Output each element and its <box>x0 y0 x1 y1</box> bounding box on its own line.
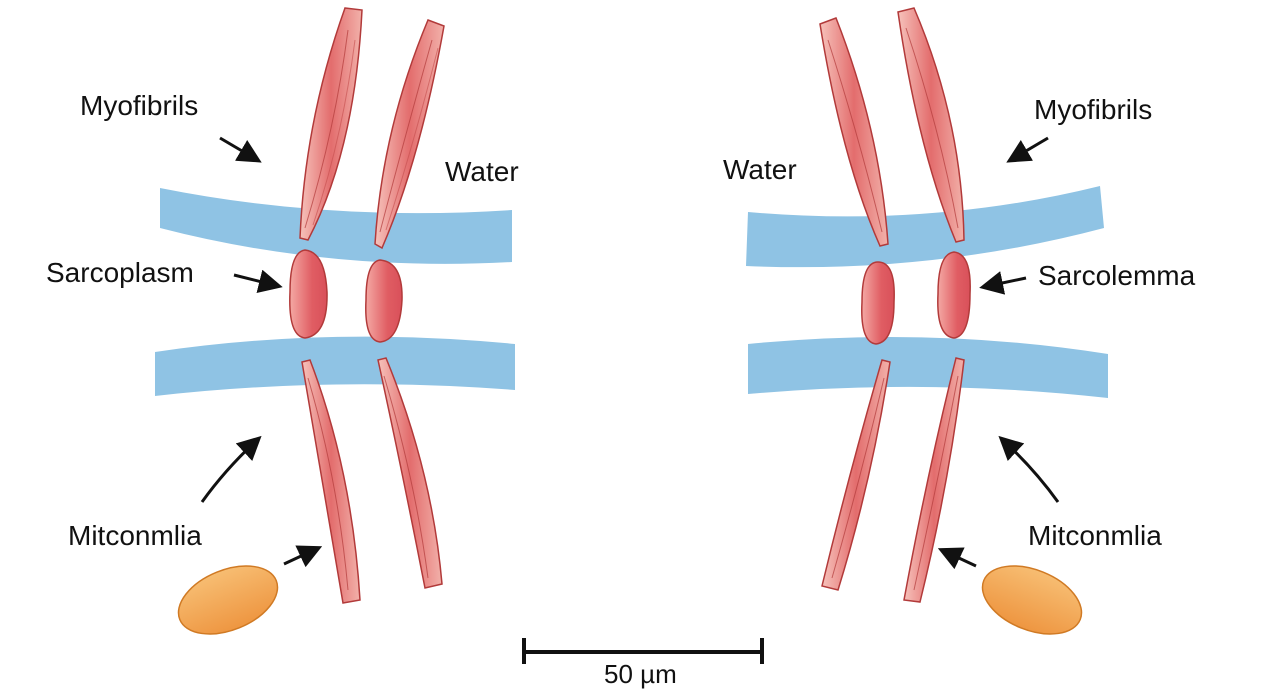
left-sarcoplasm-blob-b <box>365 259 403 343</box>
left-arrows <box>200 136 323 568</box>
right-upper-fiber-a <box>819 17 889 247</box>
left-lower-fiber-a <box>301 359 361 604</box>
left-sarcoplasm-blob-a <box>289 249 328 339</box>
left-sarcoplasm-label: Sarcoplasm <box>46 257 194 288</box>
right-water-bands <box>746 186 1108 398</box>
right-sarcolemma-label: Sarcolemma <box>1038 260 1196 291</box>
right-arrows <box>937 136 1060 570</box>
left-water-label: Water <box>445 156 519 187</box>
right-mitochondria-label: Mitconmlia <box>1028 520 1162 551</box>
right-sarcolemma-blob-a <box>861 261 895 345</box>
scale-bar <box>522 638 764 664</box>
left-lower-fiber-b <box>377 357 443 589</box>
left-water-band-upper <box>160 188 512 264</box>
left-sarcoplasm-arrow <box>233 269 283 294</box>
left-myofibrils-label: Myofibrils <box>80 90 199 121</box>
right-mitochondrion <box>981 565 1083 635</box>
right-sarcolemma-blob-b <box>937 251 971 339</box>
right-upper-fiber-b <box>897 7 965 243</box>
scale-bar-label: 50 µm <box>604 659 677 689</box>
left-sarcoplasm-blobs <box>289 249 403 343</box>
right-mitochondria-arrow-upper <box>998 435 1060 503</box>
left-myofibrils-arrow <box>219 136 262 163</box>
left-upper-fiber-a <box>299 7 363 241</box>
right-mitochondria-arrow-lower <box>937 547 977 570</box>
left-mitochondria-arrow-lower <box>283 545 323 568</box>
right-water-band-upper <box>746 186 1104 268</box>
left-mitochondria-arrow-upper <box>200 435 262 503</box>
left-mitochondrion <box>177 565 279 635</box>
left-upper-fiber-b <box>374 19 445 250</box>
right-lower-fiber-a <box>821 359 891 591</box>
right-myofibrils-label: Myofibrils <box>1034 94 1153 125</box>
right-myofibrils-arrow <box>1006 136 1049 163</box>
right-sarcolemma-arrow <box>979 271 1027 295</box>
right-water-band-lower <box>748 336 1108 398</box>
right-lower-fiber-b <box>903 357 965 603</box>
left-water-band-lower <box>155 336 515 396</box>
left-mitochondria-label: Mitconmlia <box>68 520 202 551</box>
right-water-label: Water <box>723 154 797 185</box>
right-sarcolemma-blobs <box>861 251 971 345</box>
left-water-bands <box>155 188 515 396</box>
